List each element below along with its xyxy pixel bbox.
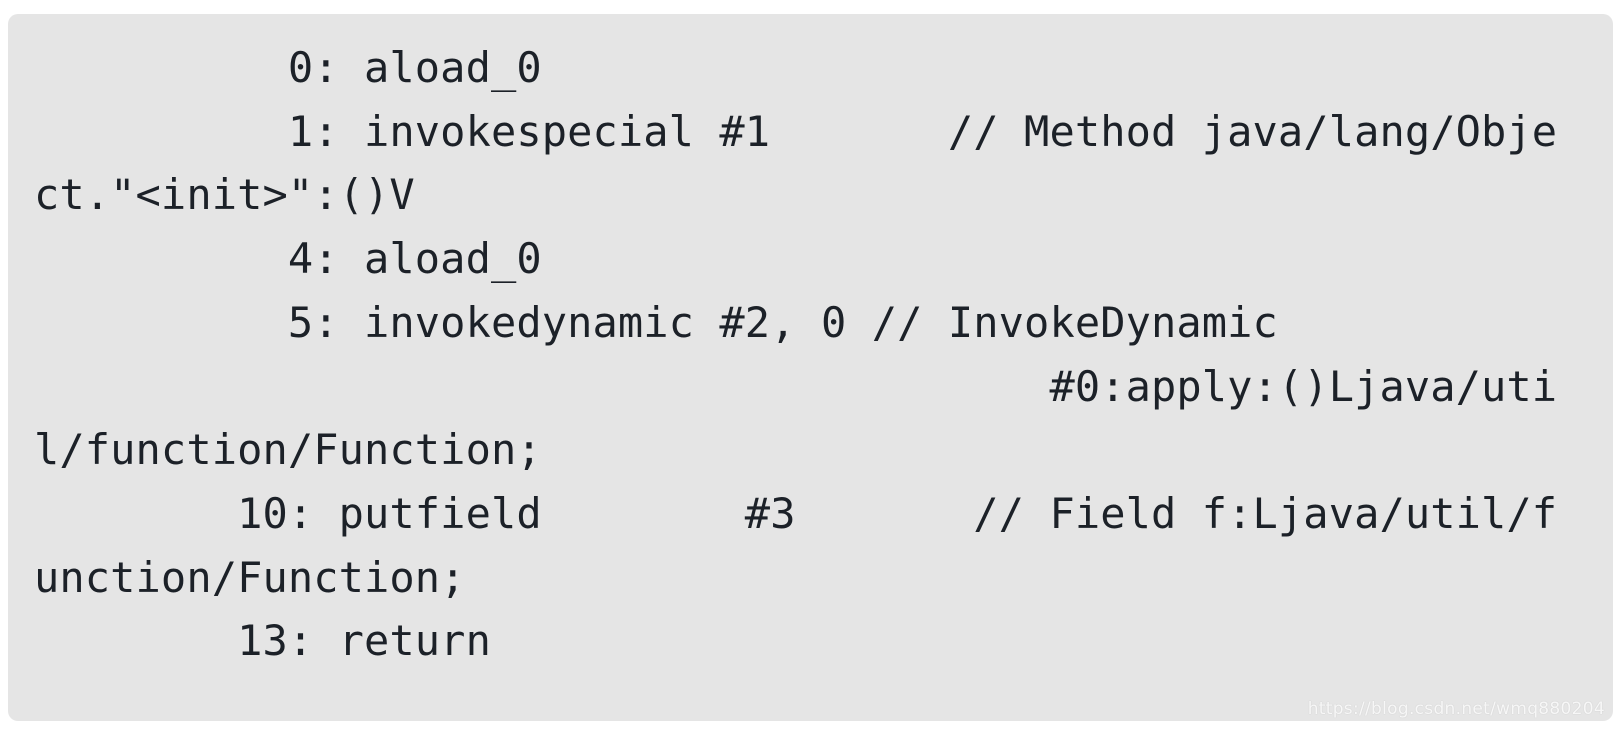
code-block: 0: aload_0 1: invokespecial #1 // Method… <box>8 14 1613 721</box>
bytecode-text: 0: aload_0 1: invokespecial #1 // Method… <box>34 43 1558 666</box>
csdn-watermark: https://blog.csdn.net/wmq880204 <box>1307 699 1605 719</box>
